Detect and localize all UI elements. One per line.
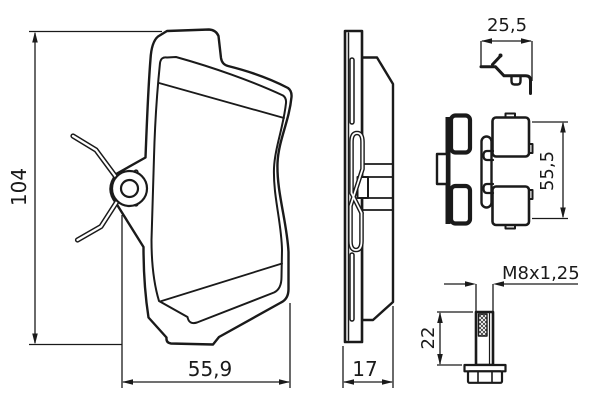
chamfer-line-top <box>158 82 285 119</box>
dimension-104 <box>29 30 162 346</box>
label-55-9: 55,9 <box>188 357 233 381</box>
spring-pad-top <box>491 116 531 158</box>
grommet-outer <box>110 169 149 208</box>
bolt-hex-facets <box>477 370 493 384</box>
chamfer-line-bottom <box>159 262 283 303</box>
side-groove-top <box>349 57 355 125</box>
side-clip-wire-cross-core <box>350 192 363 214</box>
spring-hook-top <box>482 149 495 162</box>
spring-hook-bottom <box>482 182 495 195</box>
dimension-17 <box>342 306 394 388</box>
clip-profile <box>479 65 532 95</box>
spring-pad-bottom <box>491 185 531 227</box>
dimension-55-5 <box>532 121 568 220</box>
dimension-25-5 <box>480 38 533 81</box>
dimension-m8 <box>444 281 578 311</box>
front-view <box>70 28 293 346</box>
label-104: 104 <box>7 168 31 206</box>
spring-front-view <box>480 112 534 230</box>
friction-outline <box>150 56 288 325</box>
spring-spine <box>480 135 493 209</box>
label-55-5: 55,5 <box>537 151 558 191</box>
side-shim-lines <box>361 163 393 211</box>
side-clip-wire-core <box>349 132 364 251</box>
side-groove-bottom <box>349 252 355 322</box>
spring-pad-top-side <box>448 113 473 155</box>
spring-side-silhouette <box>435 113 473 226</box>
label-22: 22 <box>418 327 439 350</box>
label-m8: M8x1,25 <box>502 263 580 284</box>
dimension-22 <box>437 311 473 366</box>
clip-detail <box>479 53 532 95</box>
spring-kit <box>435 112 534 230</box>
grommet-inner <box>119 178 140 199</box>
clip-hook <box>491 55 502 66</box>
bolt-detail <box>463 310 507 384</box>
clip-notch <box>510 75 522 86</box>
bolt-thread-patch <box>477 313 488 337</box>
bolt-hex-head <box>466 370 504 384</box>
label-25-5: 25,5 <box>487 15 527 36</box>
spring-tab-side <box>435 152 449 186</box>
clip-hook-tip <box>498 53 503 58</box>
dimension-55-9 <box>121 215 291 388</box>
spring-pad-bottom-side <box>448 183 473 226</box>
side-view <box>343 29 395 344</box>
label-17: 17 <box>352 357 377 381</box>
